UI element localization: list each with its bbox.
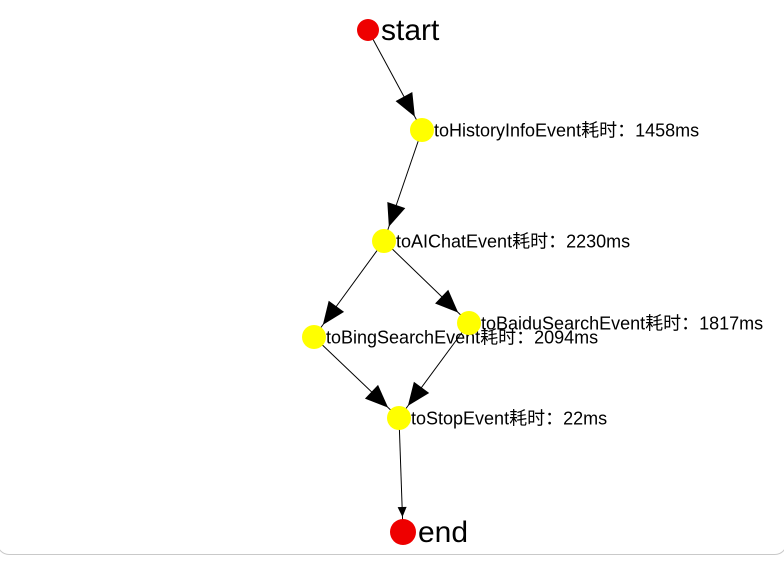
node-label-toStopEvent: toStopEvent耗时：22ms — [411, 408, 608, 429]
node-label-toBingSearchEvent: toBingSearchEvent耗时：2094ms — [326, 327, 599, 348]
node-toHistoryInfoEvent[interactable] — [410, 118, 434, 142]
node-label-toHistoryInfoEvent: toHistoryInfoEvent耗时：1458ms — [434, 120, 700, 141]
node-label-end: end — [418, 515, 469, 549]
node-label-toBaiduSearchEvent: toBaiduSearchEvent耗时：1817ms — [481, 313, 764, 334]
node-toBingSearchEvent[interactable] — [302, 325, 326, 349]
arrowhead-icon — [387, 201, 406, 227]
node-label-start: start — [381, 13, 440, 47]
arrowhead-icon — [435, 289, 459, 313]
arrowhead-icon — [364, 384, 389, 408]
node-toStopEvent[interactable] — [387, 406, 411, 430]
node-toAIChatEvent[interactable] — [372, 229, 396, 253]
node-label-toAIChatEvent: toAIChatEvent耗时：2230ms — [396, 231, 631, 252]
arrowhead-icon — [395, 92, 415, 117]
node-end[interactable] — [390, 519, 416, 545]
node-start[interactable] — [357, 19, 379, 41]
arrowhead-icon — [397, 506, 407, 518]
node-toBaiduSearchEvent[interactable] — [457, 311, 481, 335]
arrowhead-icon — [407, 381, 430, 406]
arrowhead-icon — [322, 300, 345, 325]
